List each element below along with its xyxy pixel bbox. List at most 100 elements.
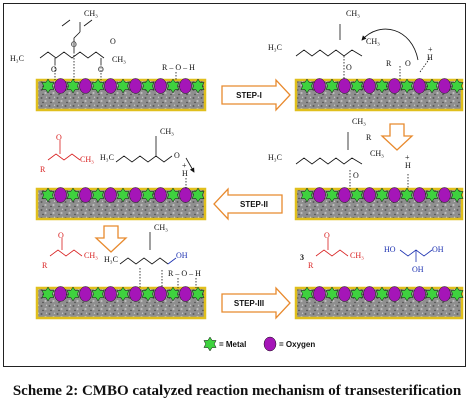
oxygen-site: [179, 187, 192, 203]
h-label: H: [405, 161, 411, 170]
metal-site: [375, 78, 389, 94]
ch3-label: CH₃: [84, 9, 98, 18]
metal-site: [91, 187, 105, 203]
methoxide-o-label: O: [405, 59, 411, 68]
mechanism-scheme: H₃C O O O O CH₃ CH₃ R – O – H H₃C CH₃ CH…: [10, 9, 464, 352]
metal-site: [375, 286, 389, 302]
oxygen-site: [104, 78, 117, 94]
metal-site: [191, 187, 205, 203]
triglyceride-panel-1: [39, 19, 177, 80]
site-row-4: [300, 187, 464, 203]
metal-site: [350, 286, 364, 302]
metal-site: [400, 187, 414, 203]
metal-site: [325, 187, 339, 203]
product-o-label: O: [58, 231, 64, 240]
h3c-label: H₃C: [104, 255, 118, 264]
metal-site: [116, 286, 130, 302]
oxygen-site: [438, 187, 451, 203]
h-label: H: [182, 169, 188, 178]
hydroxyl-bond: [167, 257, 177, 265]
oxygen-site: [388, 286, 401, 302]
oxygen-site: [438, 78, 451, 94]
r-label: R: [366, 133, 372, 142]
oxide-o-label: O: [353, 171, 359, 180]
oxygen-site: [129, 187, 142, 203]
oxygen-site: [313, 78, 326, 94]
metal-site: [41, 286, 55, 302]
legend: = Metal = Oxygen: [203, 336, 315, 352]
methanol-label: R – O – H: [168, 269, 201, 278]
oxide-o-label: O: [346, 63, 352, 72]
product-o-label: O: [324, 231, 330, 240]
oxygen-site: [79, 78, 92, 94]
plus-charge: +: [428, 45, 433, 54]
metal-site: [141, 286, 155, 302]
product-r-label: R: [308, 261, 314, 270]
ch3-label: CH₃: [160, 127, 174, 136]
metal-legend-icon: [203, 336, 217, 352]
metal-site: [191, 286, 205, 302]
step-iii-arrow: STEP-III: [221, 286, 291, 320]
carbonyl-o-label: O: [98, 65, 104, 74]
h3c-label: H₃C: [268, 43, 282, 52]
intermediate-panel-2: [295, 24, 431, 80]
oxygen-site: [363, 286, 376, 302]
metal-site: [325, 78, 339, 94]
metal-site: [66, 187, 80, 203]
metal-legend-label: = Metal: [219, 340, 246, 349]
product-o-label: O: [56, 133, 62, 142]
diglyceride-panel-3: [115, 136, 195, 189]
oxygen-site: [154, 187, 167, 203]
h-label: H: [427, 53, 433, 62]
oxygen-site: [388, 187, 401, 203]
h3c-label: H₃C: [10, 54, 24, 63]
oxygen-site: [313, 286, 326, 302]
site-row-2: [300, 78, 464, 94]
metal-site: [166, 187, 180, 203]
oxygen-site: [438, 286, 451, 302]
metal-site: [166, 286, 180, 302]
ch3-label: CH₃: [154, 223, 168, 232]
metal-site: [66, 78, 80, 94]
product-panel-5: [49, 238, 83, 257]
oxygen-site: [363, 78, 376, 94]
metal-site: [91, 78, 105, 94]
down-arrow-right: [380, 123, 414, 151]
step-i-arrow: STEP-I: [221, 78, 291, 112]
oxygen-site: [313, 187, 326, 203]
ch3-label: CH₃: [346, 9, 360, 18]
ester-o-label: O: [110, 37, 116, 46]
metal-site: [116, 78, 130, 94]
h3c-label: H₃C: [268, 153, 282, 162]
oxygen-site: [363, 187, 376, 203]
metal-site: [450, 78, 464, 94]
product-panel-3: [47, 140, 81, 161]
metal-site: [41, 78, 55, 94]
oxygen-site: [79, 187, 92, 203]
step-i-label: STEP-I: [236, 91, 262, 100]
down-arrow-left: [94, 225, 128, 253]
alkoxide-o-label: O: [174, 151, 180, 160]
metal-site: [191, 78, 205, 94]
metal-site: [141, 78, 155, 94]
metal-site: [375, 187, 389, 203]
metal-site: [350, 187, 364, 203]
oxygen-site: [179, 78, 192, 94]
metal-site: [325, 286, 339, 302]
oxygen-site: [338, 286, 351, 302]
step-iii-label: STEP-III: [234, 299, 264, 308]
oxygen-site: [104, 286, 117, 302]
oxygen-site: [179, 286, 192, 302]
step-ii-arrow: STEP-II: [213, 187, 283, 221]
glycerol-oh-label: OH: [432, 245, 444, 254]
glycerol-ho-label: HO: [384, 245, 396, 254]
oxygen-site: [154, 78, 167, 94]
methanol-label: R – O – H: [162, 63, 195, 72]
metal-site: [41, 187, 55, 203]
monoglyceride-panel-5: [119, 232, 197, 288]
hydroxyl-label: OH: [176, 251, 188, 260]
oxygen-site: [154, 286, 167, 302]
oxygen-site: [413, 286, 426, 302]
oxygen-site: [129, 78, 142, 94]
site-row-1: [41, 78, 205, 94]
